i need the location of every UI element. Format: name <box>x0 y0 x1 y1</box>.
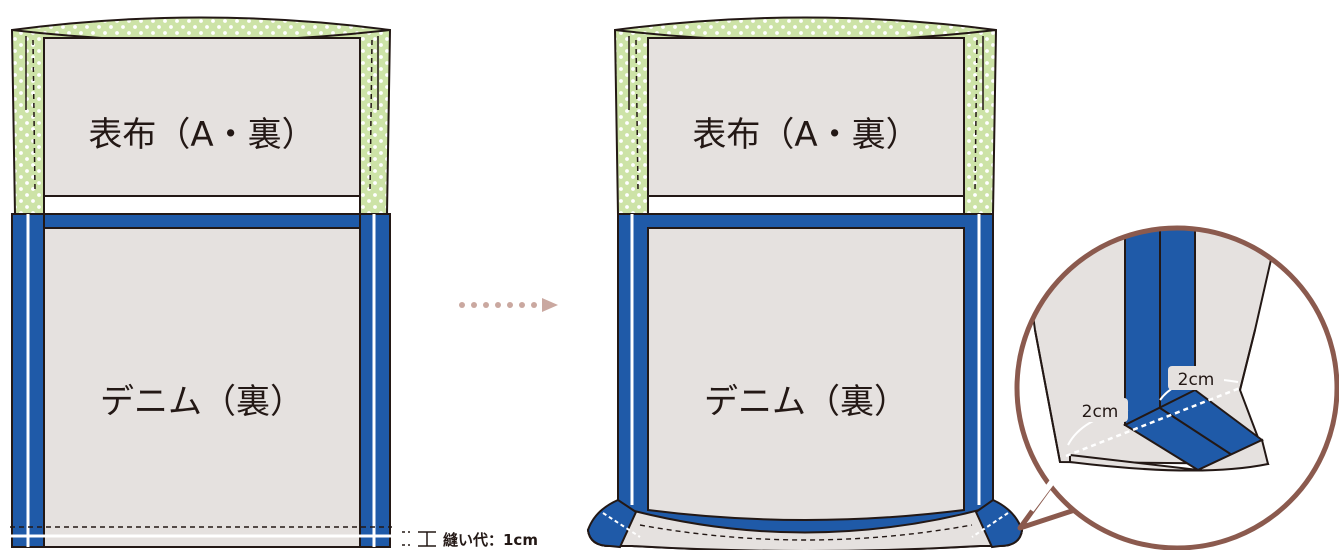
next-step-arrow <box>459 298 558 312</box>
panel-2-top-label: 表布（A・裏） <box>692 115 919 155</box>
measure-label-2: 2cm <box>1082 402 1119 422</box>
zoom-callout: 2cm 2cm <box>1014 225 1339 550</box>
outer-fabric-a <box>647 37 965 197</box>
panel-2: 表布（A・裏） デニム（裏） <box>586 16 1024 550</box>
seam-allowance-label: 縫い代：1cm <box>442 531 538 549</box>
panel-1-top-label: 表布（A・裏） <box>88 115 315 155</box>
denim-inner <box>43 227 361 548</box>
panel-2-bottom-label: デニム（裏） <box>704 382 908 422</box>
seam-allowance-marker: 縫い代：1cm <box>402 531 538 549</box>
denim-inner <box>647 227 965 521</box>
outer-fabric-a <box>43 37 361 197</box>
seam-band <box>43 195 361 215</box>
measure-label-1: 2cm <box>1178 370 1215 390</box>
panel-1: 表布（A・裏） デニム（裏） <box>10 16 392 548</box>
seam-band <box>647 195 965 215</box>
zoom-ring <box>1014 225 1339 550</box>
panel-1-bottom-label: デニム（裏） <box>100 382 304 422</box>
